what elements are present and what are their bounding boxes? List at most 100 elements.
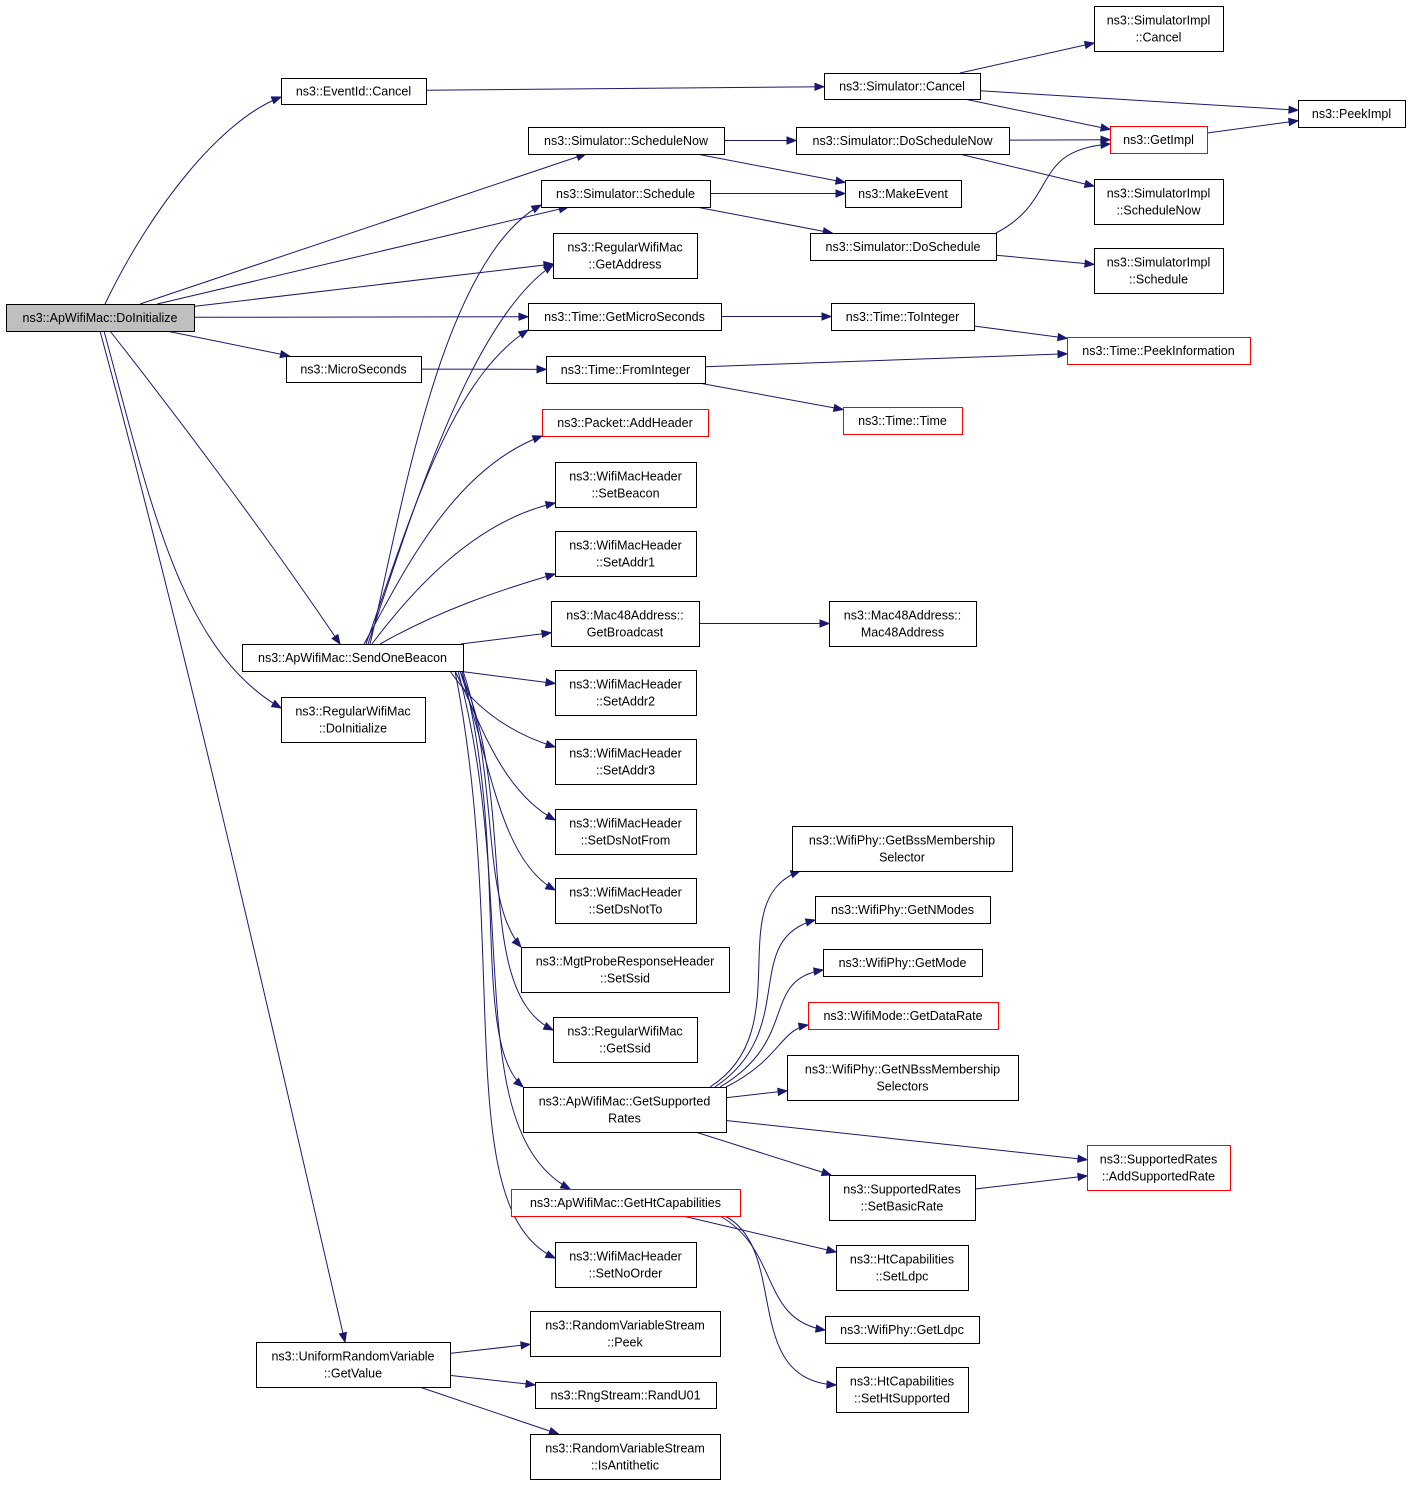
node-sim-doschedulenow[interactable]: ns3::Simulator::DoScheduleNow bbox=[796, 127, 1010, 155]
node-time-getmicro[interactable]: ns3::Time::GetMicroSeconds bbox=[528, 303, 722, 331]
node-eventid-cancel[interactable]: ns3::EventId::Cancel bbox=[281, 78, 427, 105]
node-label: ns3::WifiPhy::GetBssMembership bbox=[809, 834, 995, 848]
node-box bbox=[1110, 126, 1208, 154]
node-regmac-doinit[interactable]: ns3::RegularWifiMac::DoInitialize bbox=[281, 697, 426, 743]
node-mac48-ctor[interactable]: ns3::Mac48Address::Mac48Address bbox=[829, 601, 977, 647]
node-getimpl[interactable]: ns3::GetImpl bbox=[1110, 126, 1208, 154]
node-box bbox=[787, 1055, 1019, 1101]
node-label: ::DoInitialize bbox=[319, 722, 387, 736]
node-label: ns3::Packet::AddHeader bbox=[557, 416, 693, 430]
arrowhead bbox=[518, 312, 530, 321]
edge-root-to-sim_schedule bbox=[157, 205, 570, 305]
node-sendonebeacon[interactable]: ns3::ApWifiMac::SendOneBeacon bbox=[242, 644, 464, 672]
node-label: ns3::UniformRandomVariable bbox=[271, 1350, 434, 1364]
node-rates-addsupported[interactable]: ns3::SupportedRates::AddSupportedRate bbox=[1087, 1145, 1231, 1191]
node-label: ns3::WifiMacHeader bbox=[569, 539, 682, 553]
arrowhead bbox=[545, 678, 557, 687]
node-label: ns3::Simulator::DoScheduleNow bbox=[813, 134, 994, 148]
node-time-peekinfo[interactable]: ns3::Time::PeekInformation bbox=[1067, 337, 1251, 365]
node-label: Rates bbox=[608, 1112, 641, 1126]
node-mode-getdatarate[interactable]: ns3::WifiMode::GetDataRate bbox=[808, 1002, 999, 1030]
node-box bbox=[530, 1311, 721, 1357]
node-hdr-setbeacon[interactable]: ns3::WifiMacHeader::SetBeacon bbox=[555, 462, 697, 508]
arrowhead bbox=[825, 1245, 838, 1254]
node-phy-getnmodes[interactable]: ns3::WifiPhy::GetNModes bbox=[815, 896, 991, 924]
arrowhead bbox=[270, 96, 283, 105]
node-box bbox=[256, 1342, 451, 1388]
node-makeevent[interactable]: ns3::MakeEvent bbox=[845, 180, 962, 208]
node-hdr-setaddr2[interactable]: ns3::WifiMacHeader::SetAddr2 bbox=[555, 670, 697, 716]
node-rng-randu01[interactable]: ns3::RngStream::RandU01 bbox=[535, 1382, 717, 1409]
node-label: ns3::GetImpl bbox=[1123, 133, 1194, 147]
node-probe-setssid[interactable]: ns3::MgtProbeResponseHeader::SetSsid bbox=[521, 947, 730, 993]
node-hdr-setnoorder[interactable]: ns3::WifiMacHeader::SetNoOrder bbox=[555, 1242, 697, 1288]
node-box bbox=[823, 949, 983, 977]
edge-line bbox=[995, 254, 1095, 265]
edge-line bbox=[139, 153, 587, 305]
node-label: ::AddSupportedRate bbox=[1102, 1170, 1215, 1184]
arrowhead bbox=[544, 811, 557, 821]
node-microseconds[interactable]: ns3::MicroSeconds bbox=[286, 356, 422, 383]
node-box bbox=[555, 1242, 697, 1288]
node-sim-schedule[interactable]: ns3::Simulator::Schedule bbox=[541, 180, 711, 208]
arrowhead bbox=[1077, 1154, 1089, 1163]
node-hdr-setaddr3[interactable]: ns3::WifiMacHeader::SetAddr3 bbox=[555, 739, 697, 785]
node-phy-getmode[interactable]: ns3::WifiPhy::GetMode bbox=[823, 949, 983, 977]
node-box bbox=[281, 78, 427, 105]
node-regmac-getssid[interactable]: ns3::RegularWifiMac::GetSsid bbox=[553, 1017, 698, 1063]
node-box bbox=[792, 826, 1013, 872]
node-rvs-peek[interactable]: ns3::RandomVariableStream::Peek bbox=[530, 1311, 721, 1357]
node-simimpl-schedule[interactable]: ns3::SimulatorImpl::Schedule bbox=[1094, 248, 1224, 294]
node-htcaps-setldpc[interactable]: ns3::HtCapabilities::SetLdpc bbox=[836, 1245, 969, 1291]
node-label: ::SetNoOrder bbox=[589, 1267, 663, 1281]
edge-sim_doschedulenow-to-simimpl_schedulenow bbox=[959, 153, 1096, 188]
node-hdr-setdsnotto[interactable]: ns3::WifiMacHeader::SetDsNotTo bbox=[555, 878, 697, 924]
node-time-time[interactable]: ns3::Time::Time bbox=[843, 407, 963, 435]
edge-line bbox=[369, 204, 542, 645]
arrowhead bbox=[331, 633, 341, 646]
arrowhead bbox=[541, 629, 553, 639]
arrowhead bbox=[835, 189, 847, 198]
node-time-tointeger[interactable]: ns3::Time::ToInteger bbox=[831, 303, 975, 331]
node-phy-getldpc[interactable]: ns3::WifiPhy::GetLdpc bbox=[825, 1316, 980, 1344]
arrowhead bbox=[544, 740, 557, 749]
node-label: ::GetSsid bbox=[599, 1042, 650, 1056]
node-rates-setbasic[interactable]: ns3::SupportedRates::SetBasicRate bbox=[829, 1175, 976, 1221]
node-urv-getvalue[interactable]: ns3::UniformRandomVariable::GetValue bbox=[256, 1342, 451, 1388]
node-gethtcaps[interactable]: ns3::ApWifiMac::GetHtCapabilities bbox=[511, 1189, 741, 1217]
edge-sendonebeacon-to-mac48_getbroadcast bbox=[460, 629, 553, 645]
edge-sim_schedule-to-sim_doschedule bbox=[696, 206, 834, 236]
node-label: ns3::SupportedRates bbox=[843, 1183, 960, 1197]
node-htcaps-setht[interactable]: ns3::HtCapabilities::SetHtSupported bbox=[836, 1367, 969, 1413]
node-simimpl-schedulenow[interactable]: ns3::SimulatorImpl::ScheduleNow bbox=[1094, 179, 1224, 225]
edge-sendonebeacon-to-hdr_setbeacon bbox=[371, 500, 557, 645]
arrowhead bbox=[1084, 259, 1096, 268]
node-box bbox=[555, 809, 697, 855]
edge-sim_schedule-to-makeevent bbox=[710, 189, 847, 198]
node-peekimpl[interactable]: ns3::PeekImpl bbox=[1298, 100, 1406, 128]
node-regmac-getaddress[interactable]: ns3::RegularWifiMac::GetAddress bbox=[553, 233, 698, 279]
edge-sim_schedulenow-to-makeevent bbox=[696, 153, 847, 185]
node-packet-addheader[interactable]: ns3::Packet::AddHeader bbox=[542, 409, 709, 437]
node-hdr-setdsnotfrom[interactable]: ns3::WifiMacHeader::SetDsNotFrom bbox=[555, 809, 697, 855]
arrowhead bbox=[1099, 123, 1112, 132]
node-mac48-getbroadcast[interactable]: ns3::Mac48Address::GetBroadcast bbox=[551, 601, 700, 647]
node-simimpl-cancel[interactable]: ns3::SimulatorImpl::Cancel bbox=[1094, 6, 1224, 52]
node-time-frominteger[interactable]: ns3::Time::FromInteger bbox=[546, 356, 706, 384]
node-hdr-setaddr1[interactable]: ns3::WifiMacHeader::SetAddr1 bbox=[555, 531, 697, 577]
node-box bbox=[843, 407, 963, 435]
node-sim-doschedule[interactable]: ns3::Simulator::DoSchedule bbox=[810, 233, 997, 261]
node-box bbox=[555, 462, 697, 508]
node-box bbox=[555, 531, 697, 577]
node-sim-cancel[interactable]: ns3::Simulator::Cancel bbox=[824, 73, 981, 100]
edge-line bbox=[193, 263, 554, 307]
node-rvs-isantithetic[interactable]: ns3::RandomVariableStream::IsAntithetic bbox=[530, 1434, 721, 1480]
node-sim-schedulenow[interactable]: ns3::Simulator::ScheduleNow bbox=[528, 127, 725, 155]
edge-line bbox=[363, 435, 543, 645]
node-label: ns3::WifiMacHeader bbox=[569, 678, 682, 692]
edge-sim_cancel-to-simimpl_cancel bbox=[959, 40, 1096, 74]
